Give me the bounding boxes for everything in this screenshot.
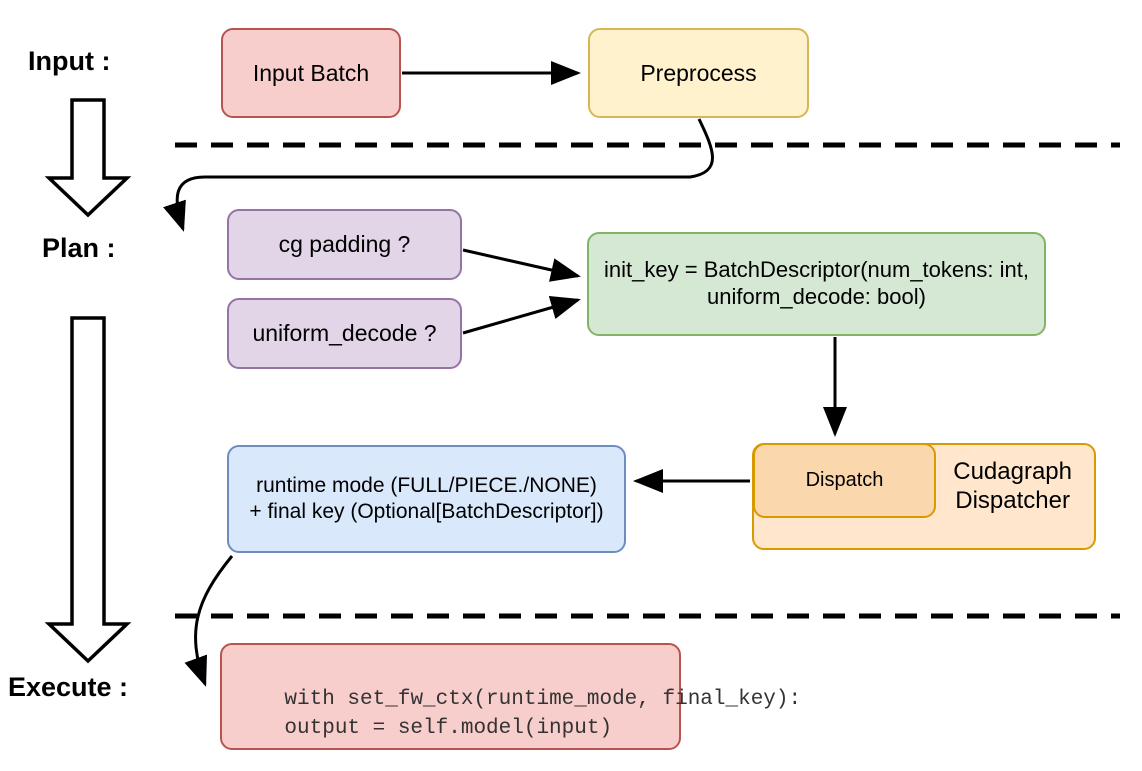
stage-label-input: Input :: [28, 46, 111, 76]
input-to-plan-big-arrow: [44, 98, 132, 218]
edge-runtime-mode-to-code: [184, 555, 234, 687]
edge-uniform-decode-to-init-key: [462, 295, 581, 335]
edge-preprocess-to-cg-padding: [163, 118, 714, 232]
node-dispatch[interactable]: Dispatch: [753, 443, 936, 518]
node-init-key-label: init_key = BatchDescriptor(num_tokens: i…: [604, 257, 1029, 309]
node-code-block[interactable]: with set_fw_ctx(runtime_mode, final_key)…: [220, 643, 801, 750]
stage-label-plan: Plan :: [42, 233, 116, 263]
node-uniform-decode[interactable]: uniform_decode ?: [227, 298, 462, 369]
node-code-block-label: with set_fw_ctx(runtime_mode, final_key)…: [284, 688, 802, 740]
plan-to-execute-big-arrow: [44, 316, 132, 664]
node-input-batch-label: Input Batch: [252, 59, 370, 86]
node-init-key[interactable]: init_key = BatchDescriptor(num_tokens: i…: [587, 232, 1046, 336]
node-input-batch[interactable]: Input Batch: [221, 28, 401, 118]
node-cg-padding[interactable]: cg padding ?: [227, 209, 462, 280]
node-preprocess[interactable]: Preprocess: [588, 28, 809, 118]
node-runtime-mode-label: runtime mode (FULL/PIECE./NONE)+ final k…: [249, 474, 604, 523]
stage-label-execute: Execute :: [8, 672, 129, 702]
edge-cg-padding-to-init-key: [462, 248, 581, 282]
node-runtime-mode[interactable]: runtime mode (FULL/PIECE./NONE)+ final k…: [227, 445, 626, 553]
node-cg-padding-label: cg padding ?: [278, 231, 411, 258]
node-preprocess-label: Preprocess: [640, 59, 757, 86]
node-dispatch-label: Dispatch: [805, 469, 884, 492]
node-uniform-decode-label: uniform_decode ?: [252, 320, 437, 347]
